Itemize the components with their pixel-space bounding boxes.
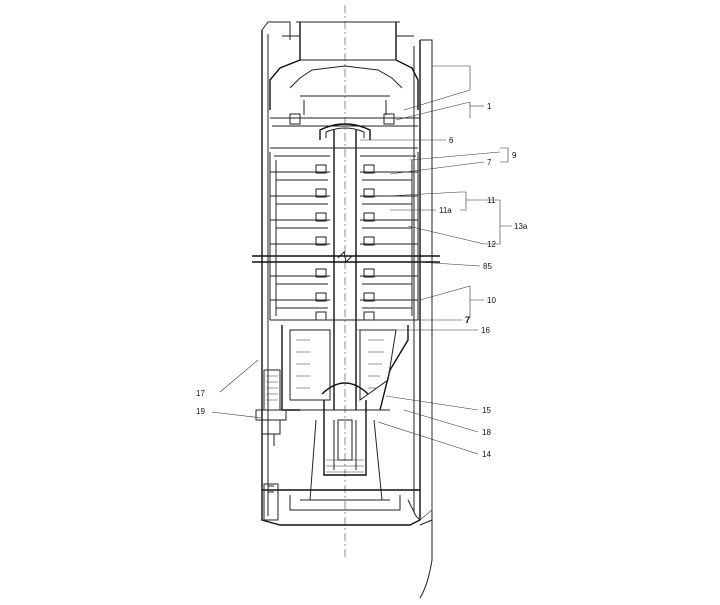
label-10: 10 — [487, 296, 496, 305]
label-85: 85 — [483, 262, 492, 271]
label-6: 6 — [449, 136, 454, 145]
label-15: 15 — [482, 406, 491, 415]
label-14: 14 — [482, 450, 491, 459]
power-cable — [419, 520, 433, 599]
label-18: 18 — [482, 428, 491, 437]
label-7-upper: 7 — [487, 158, 492, 167]
pump-shaft — [333, 130, 357, 410]
label-12: 12 — [487, 240, 496, 249]
label-1: 1 — [487, 102, 492, 111]
stage-stack — [252, 147, 440, 321]
label-16: 16 — [481, 326, 490, 335]
discharge-head — [269, 21, 420, 140]
outer-housing — [261, 21, 433, 526]
label-19: 19 — [196, 407, 205, 416]
label-17: 17 — [196, 389, 205, 398]
motor-coupling — [309, 400, 383, 501]
cable-guard-bolt — [255, 369, 287, 446]
label-11a: 11a — [439, 206, 452, 215]
leader-lines — [211, 65, 512, 455]
label-7-lower: 7 — [465, 315, 470, 325]
label-9: 9 — [512, 151, 517, 160]
label-11: 11 — [487, 196, 496, 205]
pump-base — [262, 483, 421, 521]
label-13a: 13a — [514, 222, 528, 231]
suction-strainer — [281, 325, 409, 411]
